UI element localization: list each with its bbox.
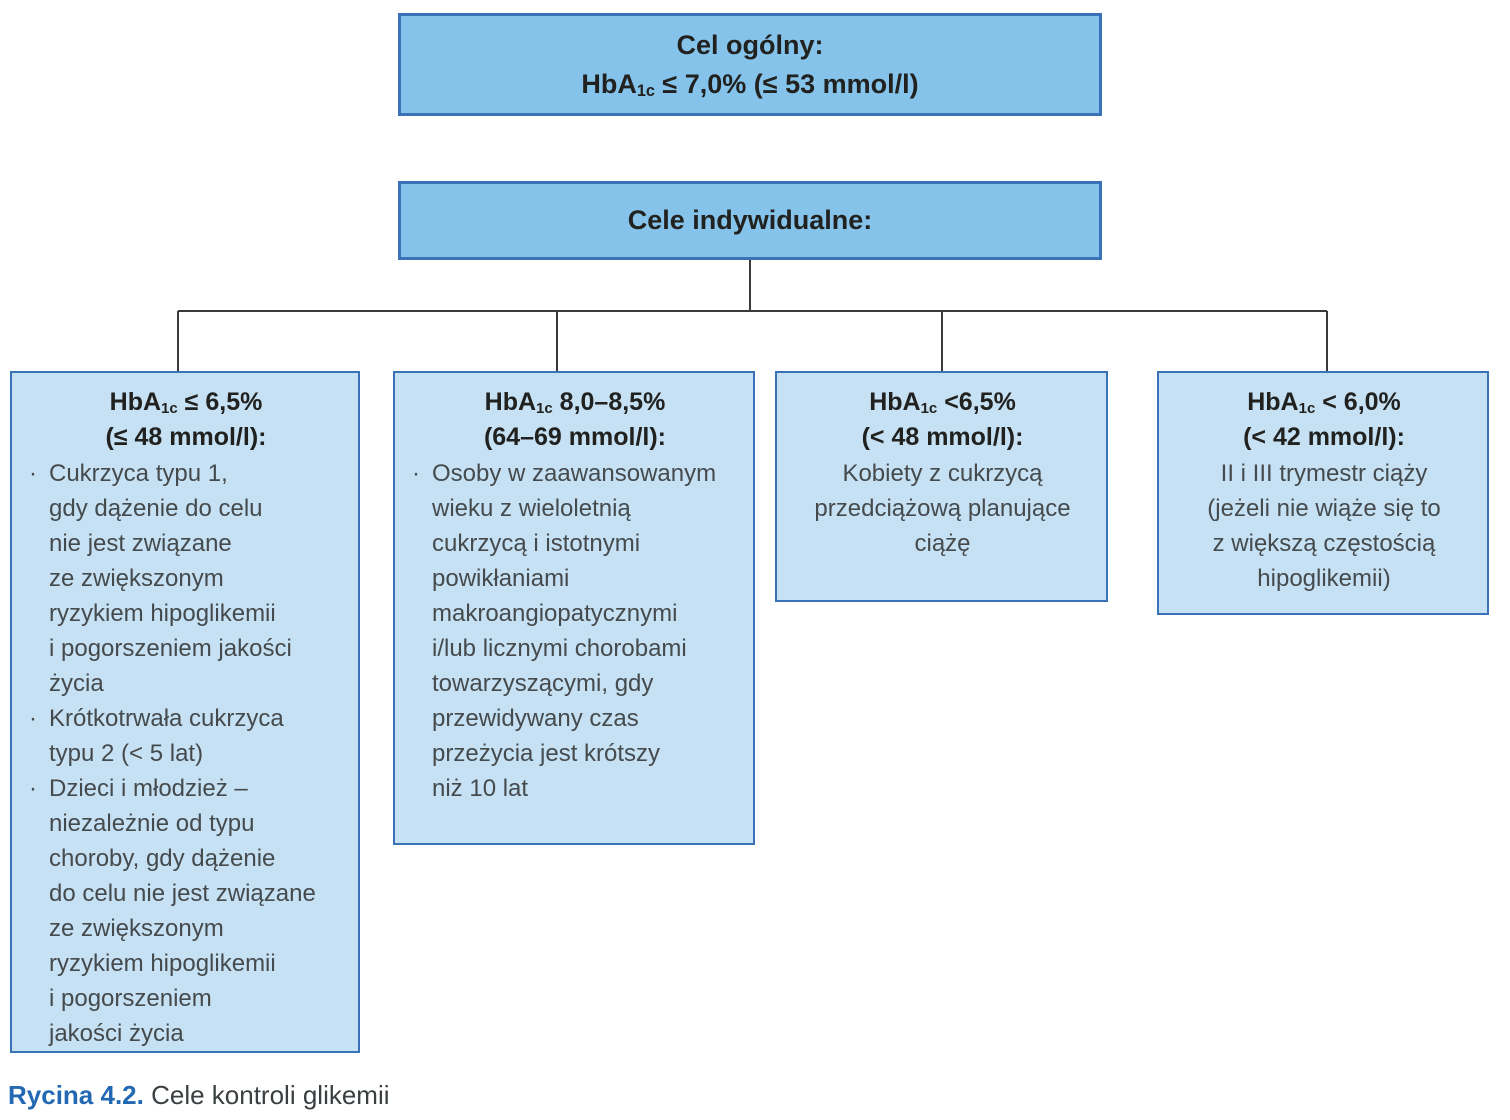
bullet-text: Cukrzyca typu 1, gdy dążenie do celu nie… <box>49 460 292 697</box>
bullet-dot-icon: · <box>29 775 37 802</box>
figure-caption-label: Rycina 4.2. <box>8 1080 144 1110</box>
general-goal-box: Cel ogólny: HbA1c ≤ 7,0% (≤ 53 mmol/l) <box>398 13 1102 116</box>
figure-caption: Rycina 4.2. Cele kontroli glikemii <box>8 1080 390 1110</box>
branch-header-line2: (< 42 mmol/l): <box>1243 423 1405 451</box>
branch-box-hba-lt-6-0: HbA1c < 6,0% (< 42 mmol/l): II i III try… <box>1157 371 1489 615</box>
bullet-dot-icon: · <box>29 705 37 732</box>
bullet-item: · Osoby w zaawansowanym wieku z wieloletn… <box>411 456 739 806</box>
hba-subscript: 1c <box>161 400 178 418</box>
hba-prefix: HbA <box>869 388 921 416</box>
general-goal-value: HbA1c ≤ 7,0% (≤ 53 mmol/l) <box>581 65 918 104</box>
hba-subscript: 1c <box>636 82 655 101</box>
branch-header: HbA1c ≤ 6,5% <box>28 385 344 420</box>
branch-box-hba-lt-6-5: HbA1c <6,5% (< 48 mmol/l): Kobiety z cuk… <box>775 371 1108 602</box>
branch-body: Kobiety z cukrzycą przedciążową planując… <box>814 460 1071 557</box>
bullet-dot-icon: · <box>29 460 37 487</box>
bullet-item: · Krótkotrwała cukrzyca typu 2 (< 5 lat) <box>28 701 344 771</box>
hba-value: <6,5% <box>937 388 1016 416</box>
hba-subscript: 1c <box>920 400 938 418</box>
branch-header-line2: (< 48 mmol/l): <box>861 423 1024 451</box>
bullet-text: Dzieci i młodzież – niezależnie od typu … <box>49 775 316 1047</box>
branch-box-hba-le-6-5: HbA1c ≤ 6,5% (≤ 48 mmol/l): · Cukrzyca ty… <box>10 371 360 1053</box>
branch-bullet-list: · Osoby w zaawansowanym wieku z wieloletn… <box>411 456 739 806</box>
bullet-text: Osoby w zaawansowanym wieku z wieloletni… <box>432 460 717 802</box>
hba-value: ≤ 7,0% (≤ 53 mmol/l) <box>654 68 919 99</box>
bullet-item: · Dzieci i młodzież – niezależnie od typu… <box>28 771 344 1051</box>
hba-value: < 6,0% <box>1315 388 1401 416</box>
branch-header: HbA1c <6,5% <box>793 385 1092 420</box>
bullet-text: Krótkotrwała cukrzyca typu 2 (< 5 lat) <box>49 705 284 767</box>
hba-subscript: 1c <box>536 400 553 418</box>
branch-header: HbA1c < 6,0% <box>1175 385 1473 420</box>
hba-value: 8,0–8,5% <box>552 388 666 416</box>
figure-caption-text: Cele kontroli glikemii <box>151 1080 390 1110</box>
branch-body: II i III trymestr ciąży (jeżeli nie wiąż… <box>1207 460 1441 592</box>
hba-prefix: HbA <box>1247 388 1299 416</box>
branch-box-hba-8-0-8-5: HbA1c 8,0–8,5% (64–69 mmol/l): · Osoby w … <box>393 371 755 845</box>
individual-goals-title: Cele indywidualne: <box>627 205 873 235</box>
individual-goals-box: Cele indywidualne: <box>398 181 1102 260</box>
hba-prefix: HbA <box>484 388 537 416</box>
hba-prefix: HbA <box>109 388 162 416</box>
branch-header-line2: (64–69 mmol/l): <box>483 423 666 451</box>
bullet-item: · Cukrzyca typu 1, gdy dążenie do celu ni… <box>28 456 344 701</box>
hba-subscript: 1c <box>1298 400 1316 418</box>
hba-prefix: HbA <box>581 68 637 99</box>
hba-value: ≤ 6,5% <box>177 388 263 416</box>
general-goal-title: Cel ogólny: <box>676 29 824 60</box>
bullet-dot-icon: · <box>412 460 420 487</box>
branch-header: HbA1c 8,0–8,5% <box>411 385 739 420</box>
branch-header-line2: (≤ 48 mmol/l): <box>105 423 267 451</box>
branch-bullet-list: · Cukrzyca typu 1, gdy dążenie do celu ni… <box>28 456 344 1051</box>
